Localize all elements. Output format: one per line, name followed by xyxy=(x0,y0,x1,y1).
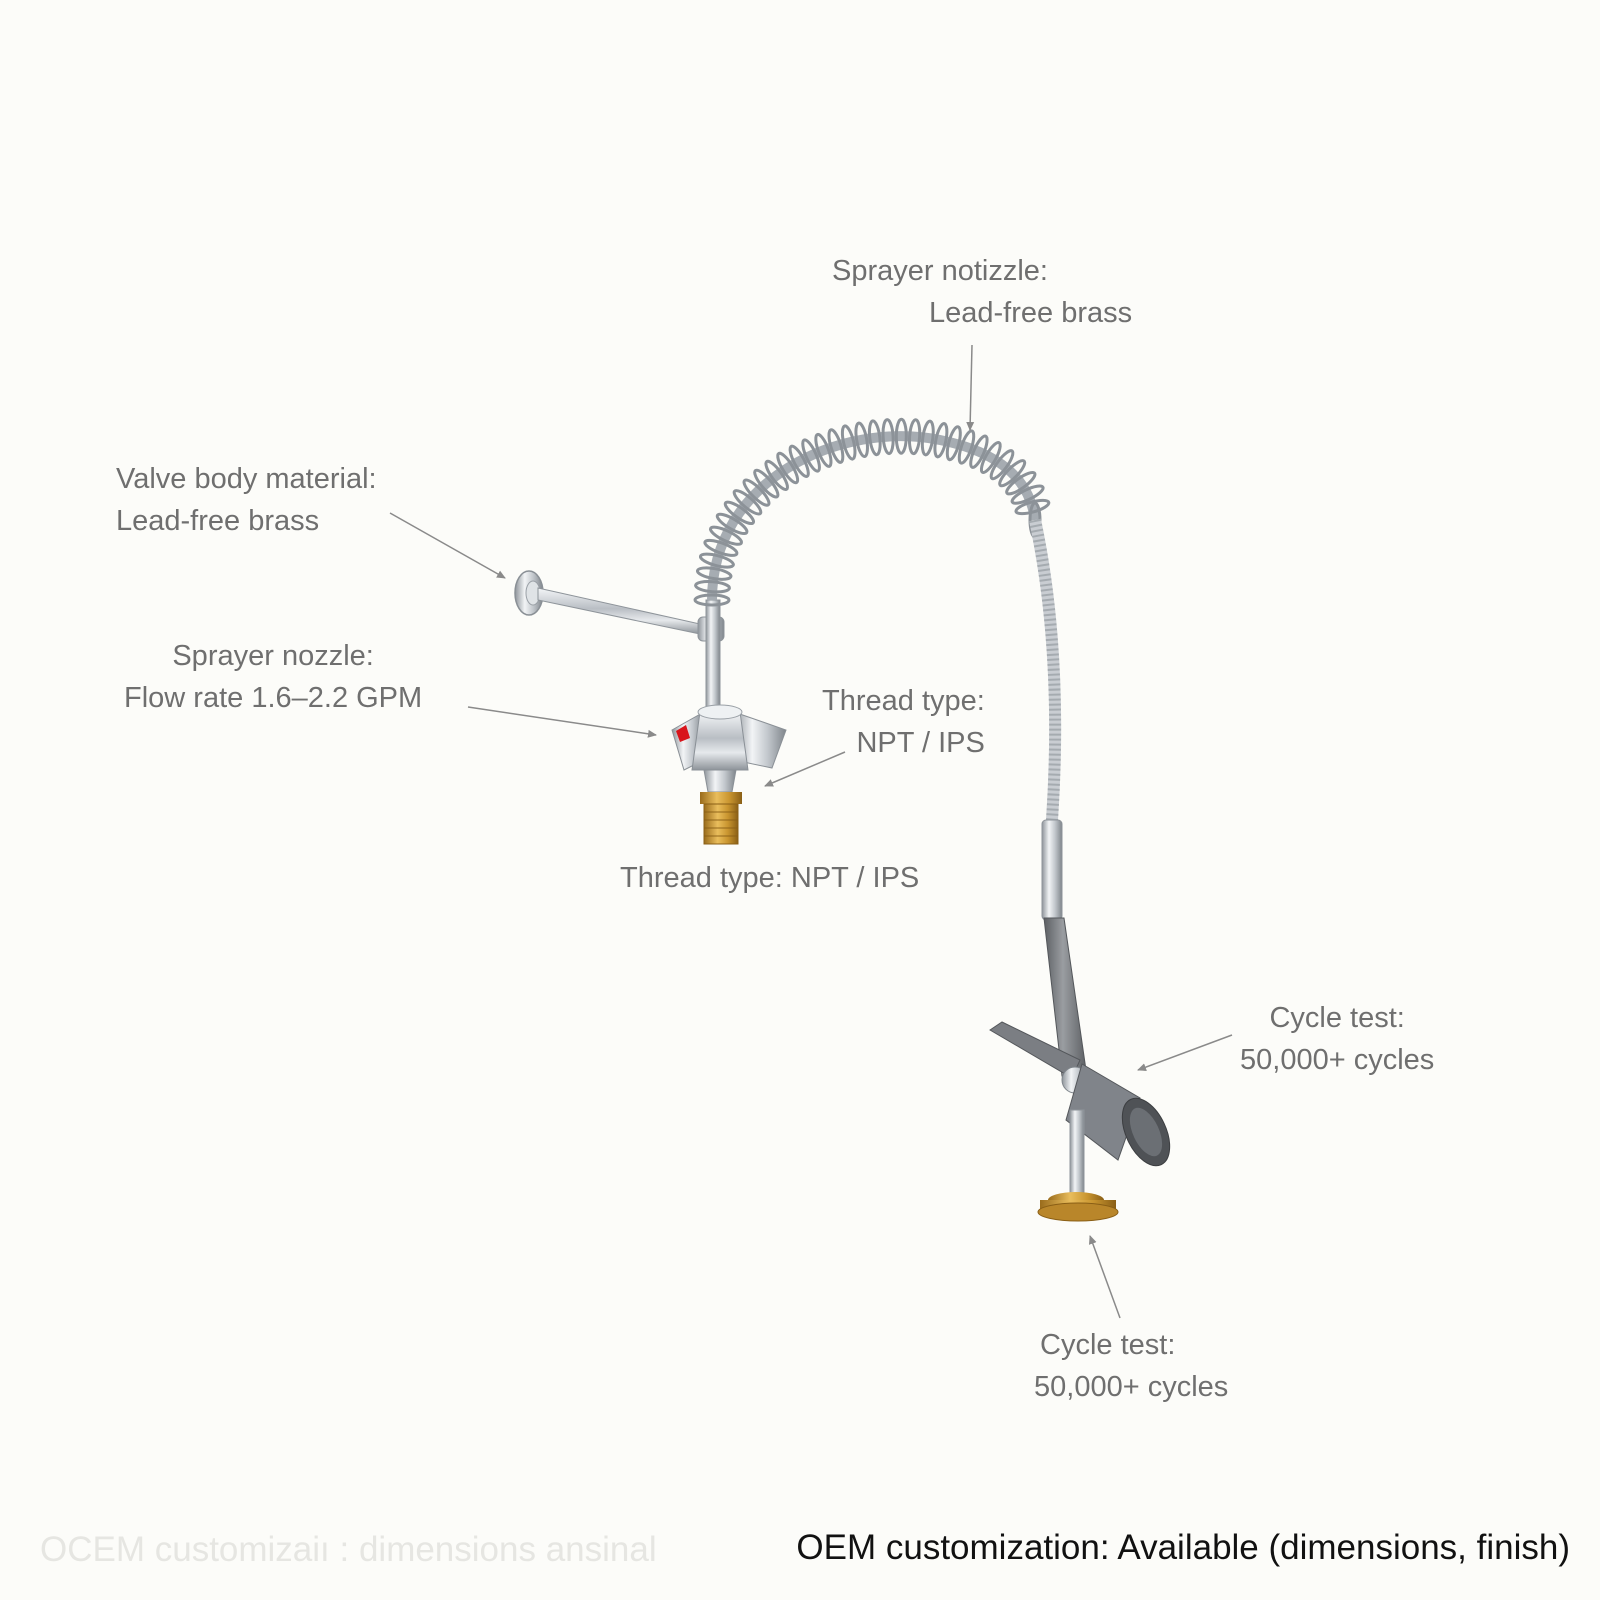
label-sprayer-top-line2: Lead-free brass xyxy=(929,297,1133,329)
coil-ring xyxy=(703,538,739,557)
coil-ring xyxy=(732,489,763,516)
label-valve-body: Valve body material: Lead-free brass xyxy=(116,458,377,542)
label-cycle-bottom-line2: 50,000+ cycles xyxy=(1034,1371,1229,1403)
footer-oem-text: OEM customization: Available (dimensions… xyxy=(796,1528,1570,1567)
coil-ring xyxy=(723,500,756,525)
label-cycle-bottom-line1: Cycle test: xyxy=(1040,1329,1176,1361)
coil-ring xyxy=(695,566,733,581)
coil-ring xyxy=(989,449,1015,481)
label-thread-bottom-line1: Thread type: NPT / IPS xyxy=(620,862,920,894)
label-sprayer-top-line1: Sprayer notizzle: xyxy=(832,255,1048,287)
coil-ring xyxy=(753,468,780,499)
coil-ring xyxy=(764,459,789,491)
pre-rinse-hose xyxy=(1029,518,1063,931)
label-thread-bottom: Thread type: NPT / IPS xyxy=(620,857,919,899)
coil-ring xyxy=(969,434,989,469)
leader-cycle-bottom xyxy=(1088,1235,1121,1319)
coil-ring xyxy=(788,444,810,479)
coil-ring xyxy=(801,438,821,473)
coil-ring xyxy=(827,428,845,464)
label-cycle-right-line2: 50,000+ cycles xyxy=(1240,1044,1435,1076)
leader-sprayer-top xyxy=(966,344,975,431)
hot-indicator-icon xyxy=(676,725,690,742)
coil-ring xyxy=(814,432,833,468)
coil-ring xyxy=(693,593,731,607)
coil-ring xyxy=(694,580,731,594)
leader-thread-right xyxy=(764,751,846,787)
coil-ring xyxy=(1014,498,1051,516)
coil-ring xyxy=(742,478,771,507)
coil-ring xyxy=(945,425,962,462)
brass-thread-inlet xyxy=(700,792,742,845)
label-cycle-right: Cycle test: 50,000+ cycles xyxy=(1240,997,1434,1081)
coil-ring xyxy=(979,440,1002,475)
coil-ring xyxy=(920,419,935,457)
label-valve-body-line1: Valve body material: xyxy=(116,463,377,495)
coil-ring xyxy=(776,451,800,485)
footer-ghost-text: OCEM customizaiı : dimensions ansinal xyxy=(40,1530,657,1569)
leader-lines xyxy=(389,344,1233,1319)
leader-sprayer-flow xyxy=(467,706,657,738)
mixing-valve xyxy=(671,704,787,793)
coil-ring xyxy=(907,418,922,456)
label-sprayer-flow: Sprayer nozzle: Flow rate 1.6–2.2 GPM xyxy=(124,635,422,719)
label-cycle-bottom: Cycle test: 50,000+ cycles xyxy=(1034,1324,1228,1408)
coil-ring xyxy=(881,418,895,456)
sprayer-head xyxy=(1065,1063,1171,1167)
coil-ring xyxy=(708,525,744,546)
leader-valve-body xyxy=(389,512,506,579)
label-cycle-right-line1: Cycle test: xyxy=(1269,1002,1405,1034)
label-thread-right-line1: Thread type: xyxy=(822,685,985,717)
label-valve-body-line2: Lead-free brass xyxy=(116,505,320,537)
coil-ring xyxy=(840,424,857,461)
coil-ring xyxy=(1005,471,1037,496)
coil-ring xyxy=(1010,484,1045,505)
coil-ring xyxy=(894,417,908,455)
coil-ring xyxy=(854,421,869,459)
spring-coil xyxy=(693,417,1051,607)
leader-cycle-right xyxy=(1137,1034,1233,1071)
sprayer-handle xyxy=(989,917,1089,1094)
riser-pipe xyxy=(705,599,721,721)
coil-ring xyxy=(715,512,749,536)
label-sprayer-top: Sprayer notizzle: Lead-free brass xyxy=(832,250,1132,334)
coil-ring xyxy=(698,552,735,569)
coil-ring xyxy=(867,419,882,457)
label-thread-right-line2: NPT / IPS xyxy=(856,727,985,759)
sprayer-base xyxy=(1037,1109,1119,1222)
coil-ring xyxy=(933,422,949,459)
wall-bracket xyxy=(514,570,725,642)
label-sprayer-flow-line2: Flow rate 1.6–2.2 GPM xyxy=(124,682,423,714)
coil-ring xyxy=(998,459,1027,488)
label-thread-right: Thread type: NPT / IPS xyxy=(822,680,985,764)
label-sprayer-flow-line1: Sprayer nozzle: xyxy=(172,640,374,672)
